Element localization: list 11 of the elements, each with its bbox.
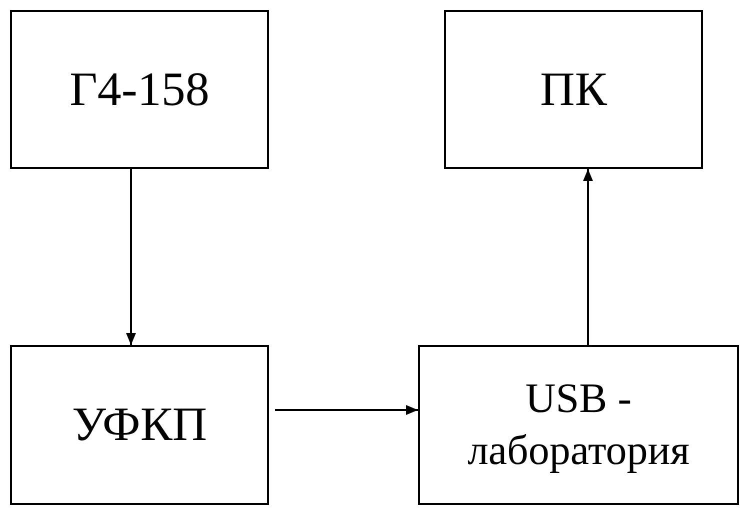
block-label: USB - лаборатория bbox=[466, 374, 691, 476]
block-box bbox=[10, 345, 269, 505]
block-box bbox=[444, 10, 703, 169]
block-label: Г4-158 bbox=[68, 62, 210, 118]
block-box bbox=[10, 10, 269, 169]
arrow bbox=[126, 169, 136, 345]
block-box bbox=[418, 345, 739, 505]
block-label: УФКП bbox=[70, 397, 208, 453]
block-label: ПК bbox=[539, 62, 608, 118]
arrow bbox=[583, 169, 593, 345]
arrow bbox=[275, 405, 418, 415]
